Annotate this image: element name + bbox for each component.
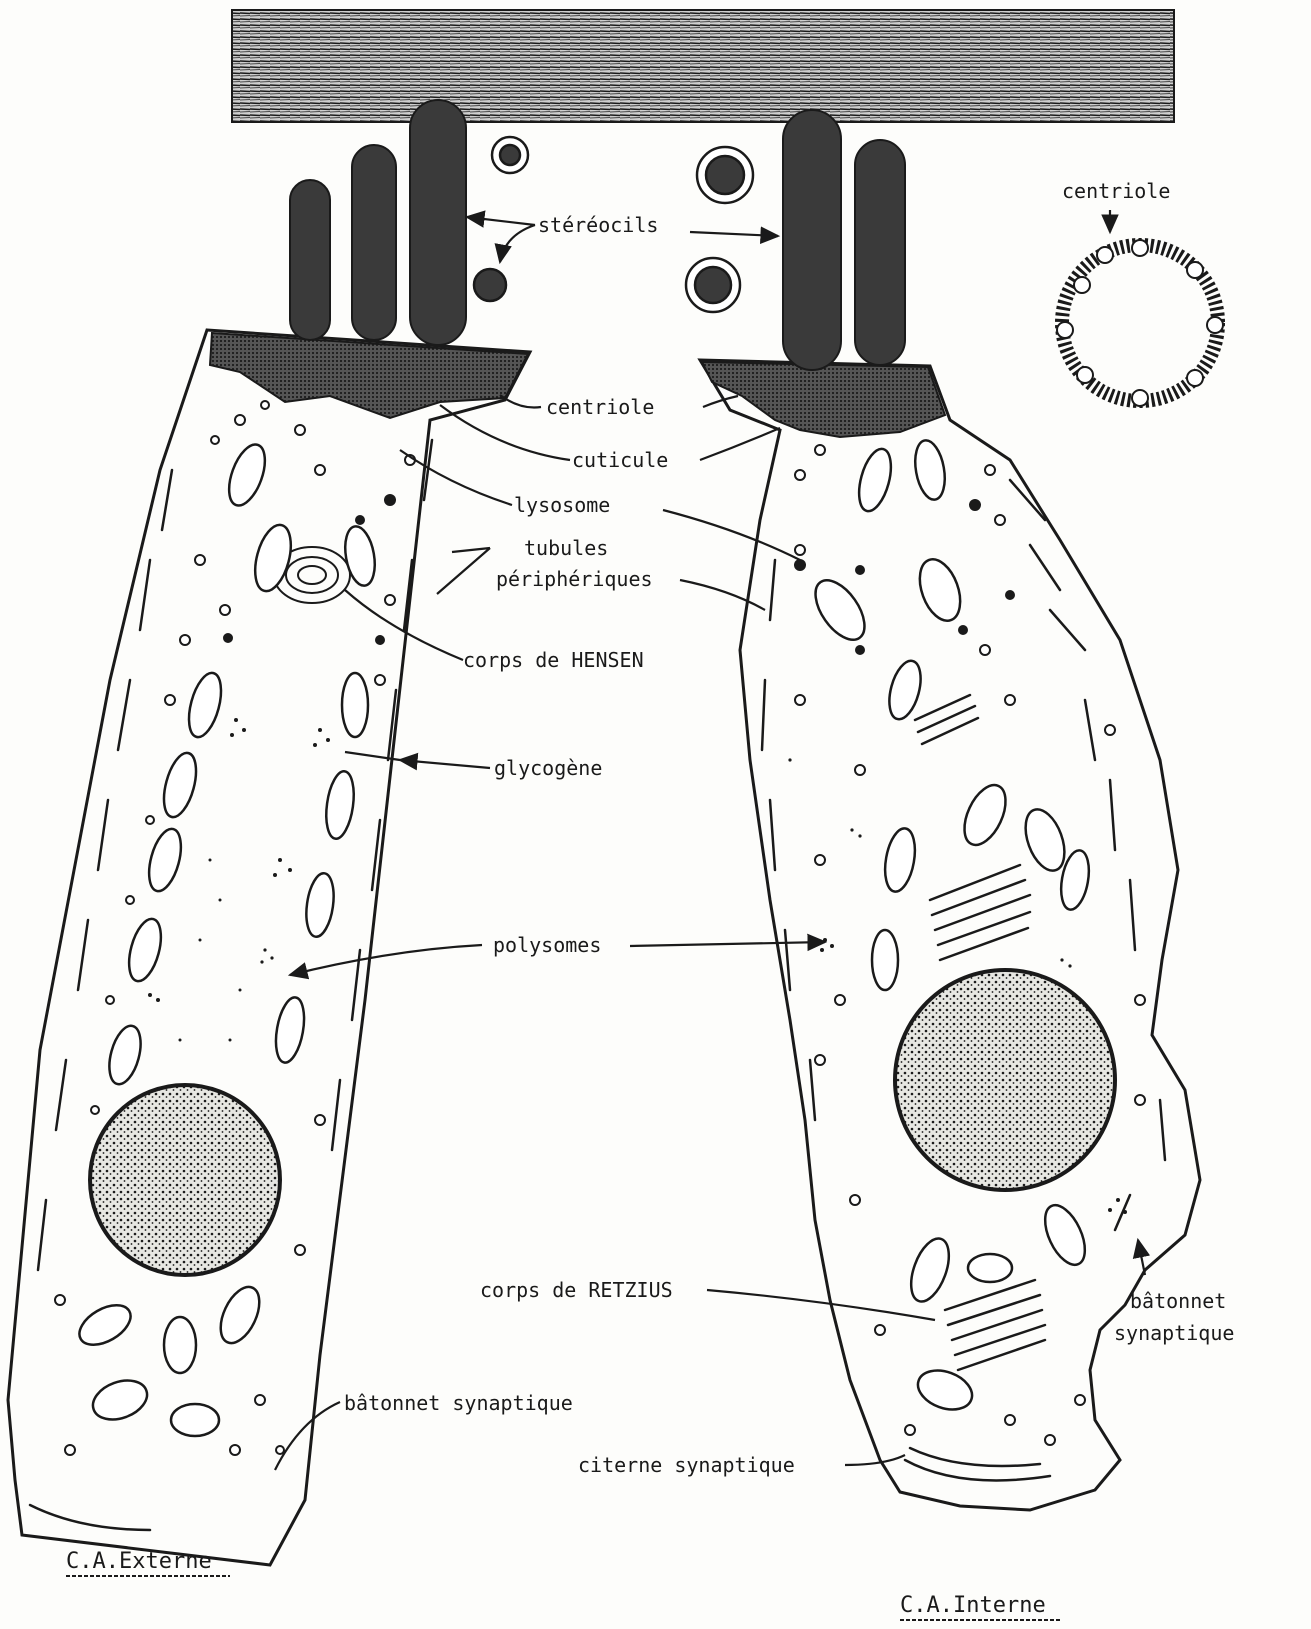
label-polysomes: polysomes — [493, 933, 601, 957]
label-stereocils: stéréocils — [538, 213, 658, 237]
label-tubules-line1: tubules — [524, 536, 608, 560]
label-batonnet-right-1: bâtonnet — [1130, 1289, 1226, 1313]
outer-stereocilium-1 — [290, 180, 330, 340]
outer-hair-cell — [8, 100, 530, 1565]
label-hensen: corps de HENSEN — [463, 648, 644, 672]
inner-nucleus — [895, 970, 1115, 1190]
label-cuticule: cuticule — [572, 448, 668, 472]
outer-nucleus — [90, 1085, 280, 1275]
outer-peripheral-tubules — [30, 440, 432, 1530]
label-tubules-line2: périphériques — [496, 567, 653, 591]
outer-stereocilium-2 — [352, 145, 396, 340]
inner-mitochondria — [806, 438, 1093, 1416]
caption-left-cell: C.A.Externe — [66, 1549, 212, 1574]
label-citerne: citerne synaptique — [578, 1453, 795, 1477]
outer-polysomes — [179, 859, 274, 1042]
inner-cuticular-plate — [702, 362, 945, 437]
inner-hair-cell — [700, 110, 1200, 1510]
label-glycogene: glycogène — [494, 756, 602, 780]
outer-stereocilium-3 — [410, 100, 466, 345]
inner-stereocilium-2 — [855, 140, 905, 365]
caption-right-cell: C.A.Interne — [900, 1593, 1046, 1618]
label-batonnet-left: bâtonnet synaptique — [344, 1391, 573, 1415]
label-batonnet-right-2: synaptique — [1114, 1321, 1234, 1345]
tectorial-membrane — [232, 10, 1174, 122]
centriole-inset — [1057, 240, 1223, 406]
label-centriole: centriole — [546, 395, 654, 419]
label-centriole-inset: centriole — [1062, 179, 1170, 203]
outer-mitochondria — [73, 440, 379, 1436]
inner-lysosomes — [794, 499, 1015, 655]
inner-stereocilium-1 — [783, 110, 841, 370]
label-retzius: corps de RETZIUS — [480, 1278, 673, 1302]
label-lysosome: lysosome — [514, 493, 610, 517]
